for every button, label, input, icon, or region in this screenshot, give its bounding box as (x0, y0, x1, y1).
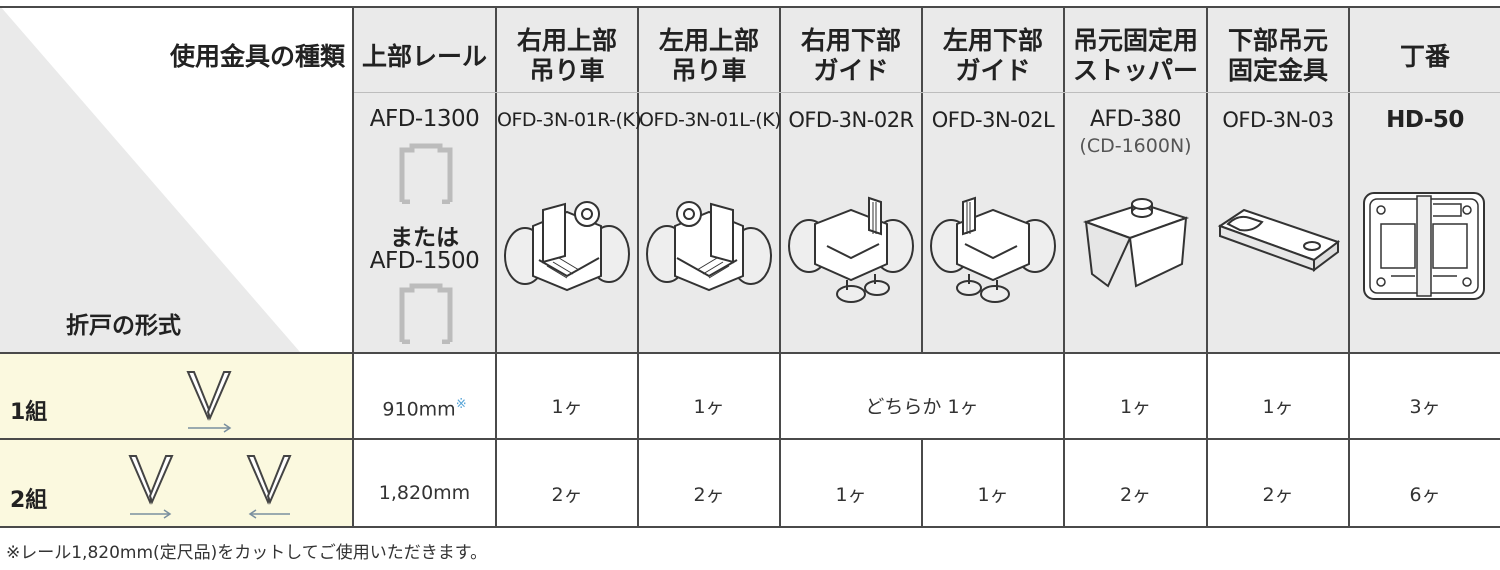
left-upper-hanger-icon (646, 201, 772, 292)
row2-rail: 1,820mm (378, 482, 471, 504)
row2-guide-left: 1ヶ (977, 484, 1009, 506)
col-header-upper-left-l2: 吊り車 (671, 56, 747, 85)
model-lower-left: OFD-3N-02L (931, 108, 1055, 132)
model-stopper: AFD-380 (1089, 107, 1182, 132)
row-label-band-1 (0, 354, 352, 438)
model-rail-1300: AFD-1300 (369, 106, 480, 132)
row2-upper-right: 2ヶ (551, 484, 583, 506)
single-fold-door-icon (186, 371, 232, 433)
col-header-upper-right-l2: 吊り車 (529, 56, 605, 85)
model-upper-left: OFD-3N-01L-(K) (639, 109, 782, 131)
model-stopper-alt: (CD-1600N) (1079, 135, 1192, 157)
model-bracket: OFD-3N-03 (1222, 108, 1334, 132)
row1-bracket: 1ヶ (1262, 396, 1294, 418)
col-header-upper-right-l1: 右用上部 (516, 26, 617, 55)
col-header-lower-right-l1: 右用下部 (800, 26, 901, 55)
row-label-band-2 (0, 440, 352, 526)
row2-stopper: 2ヶ (1119, 484, 1152, 506)
corner-header (0, 6, 352, 352)
row1-guide-either: どちらか 1ヶ (865, 396, 979, 418)
col-header-lower-left-l1: 左用下部 (942, 26, 1043, 55)
row1-stopper: 1ヶ (1119, 396, 1152, 418)
row-label-2: 2組 (10, 488, 48, 513)
model-upper-right: OFD-3N-01R-(K) (497, 109, 642, 131)
hardware-table: 使用金具の種類 折戸の形式 上部レール 右用上部 吊り車 左用上部 吊り車 右用… (0, 6, 1500, 528)
col-header-lower-left-l2: ガイド (955, 56, 1031, 85)
col-header-upper-left-l1: 左用上部 (658, 26, 759, 55)
right-upper-hanger-icon (504, 201, 630, 292)
col-header-hinge: 丁番 (1399, 42, 1450, 71)
right-lower-guide-icon (788, 196, 914, 303)
row2-bracket: 2ヶ (1262, 484, 1294, 506)
row1-rail: 910mm※ (382, 397, 467, 421)
row-label-1: 1組 (10, 400, 48, 425)
footnote: ※レール1,820mm(定尺品)をカットしてご使用いただきます。 (6, 543, 488, 563)
col-header-lower-right-l2: ガイド (813, 56, 889, 85)
corner-diagonal (0, 6, 352, 352)
hinge-icon (1363, 192, 1485, 300)
left-lower-guide-icon (930, 196, 1056, 303)
col-header-bracket-l2: 固定金具 (1227, 56, 1328, 85)
row2-hinge: 6ヶ (1409, 484, 1441, 506)
row2-upper-left: 2ヶ (693, 484, 725, 506)
model-hinge: HD-50 (1386, 107, 1464, 133)
row1-hinge: 3ヶ (1409, 396, 1441, 418)
stopper-icon (1082, 198, 1190, 288)
col-header-stopper-l2: ストッパー (1072, 56, 1198, 85)
model-lower-right: OFD-3N-02R (788, 108, 914, 132)
lower-fixing-bracket-icon (1217, 208, 1341, 272)
rail-alt-label: または (390, 225, 459, 251)
row2-guide-right: 1ヶ (835, 484, 867, 506)
col-header-rail: 上部レール (361, 42, 487, 71)
row1-upper-left: 1ヶ (693, 396, 725, 418)
rail-profile-icon (399, 283, 453, 344)
model-rail-1500: AFD-1500 (369, 248, 480, 274)
col-header-stopper-l1: 吊元固定用 (1072, 26, 1198, 55)
col-header-bracket-l1: 下部吊元 (1227, 26, 1328, 55)
corner-top-label: 使用金具の種類 (169, 42, 345, 71)
double-fold-door-icon (128, 455, 292, 519)
column-header-band (354, 6, 1500, 352)
corner-bottom-label: 折戸の形式 (66, 313, 181, 339)
row1-upper-right: 1ヶ (551, 396, 583, 418)
rail-profile-icon (399, 143, 453, 204)
